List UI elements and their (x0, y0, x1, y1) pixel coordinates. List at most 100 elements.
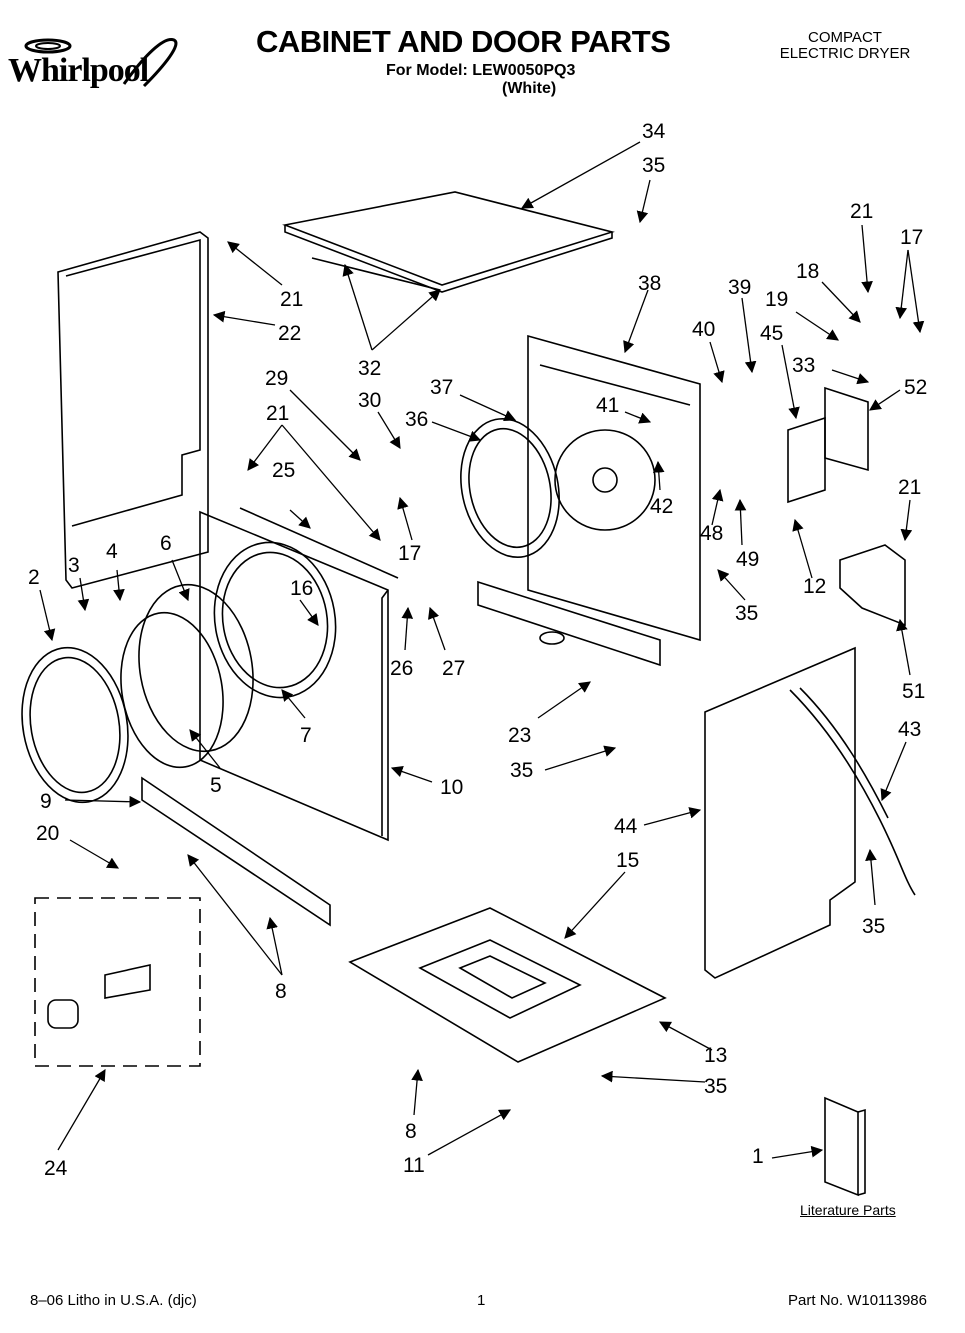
callout-19: 19 (765, 288, 788, 311)
callout-32: 32 (358, 357, 381, 380)
callout-45: 45 (760, 322, 783, 345)
callout-29: 29 (265, 367, 288, 390)
callout-1: 1 (752, 1145, 764, 1168)
callout-42: 42 (650, 495, 673, 518)
lint-filter-kit-box (34, 897, 201, 1067)
callout-8-base: 8 (405, 1120, 417, 1143)
base-panel-emboss-inner (458, 955, 547, 999)
front-panel-edge (381, 589, 389, 836)
callout-33: 33 (792, 354, 815, 377)
callout-17-mid: 17 (398, 542, 421, 565)
brand-name: Whirlpool (8, 52, 149, 89)
callout-7: 7 (300, 724, 312, 747)
outer-door-ring-part (21, 646, 129, 804)
callout-44: 44 (614, 815, 638, 838)
drum-seal-inner (468, 427, 552, 549)
wire-harness-part (789, 689, 916, 896)
product-type-line2: ELECTRIC DRYER (779, 45, 911, 62)
door-catch-part (47, 999, 79, 1029)
whirlpool-logo (14, 36, 194, 96)
wire-harness-strand (799, 687, 889, 819)
leader-lines (39, 141, 925, 1159)
page-title: CABINET AND DOOR PARTS (256, 24, 671, 59)
door-glass-part (120, 611, 224, 769)
callout-40: 40 (692, 318, 715, 341)
door-seal-part (138, 583, 254, 753)
rear-bracket-part (839, 544, 906, 627)
callout-11: 11 (403, 1154, 425, 1177)
callout-26: 26 (390, 657, 413, 680)
callout-27: 27 (442, 657, 465, 680)
callout-35-center: 35 (510, 759, 533, 782)
callout-51: 51 (902, 680, 925, 703)
callout-15: 15 (616, 849, 639, 872)
callout-35-top: 35 (642, 154, 665, 177)
callout-25: 25 (272, 459, 295, 482)
front-panel-part (199, 510, 389, 842)
toe-panel-part (141, 776, 331, 927)
lower-front-hole (539, 631, 565, 645)
top-panel-bracket (311, 257, 441, 291)
blower-hub-part (592, 467, 618, 493)
product-type-line1: COMPACT (808, 29, 882, 46)
literature-booklet-spine (857, 1108, 866, 1196)
base-panel-part (348, 907, 667, 1063)
callout-30: 30 (358, 389, 381, 412)
inner-door-ring-inner (221, 551, 329, 689)
terminal-block-cover-part (787, 416, 826, 504)
callout-24: 24 (44, 1157, 68, 1180)
color-line: (White) (502, 80, 557, 97)
door-hinge-part (104, 964, 151, 999)
base-panel-emboss (418, 939, 582, 1019)
callout-16: 16 (290, 577, 313, 600)
inner-door-ring-part (213, 541, 337, 699)
right-side-panel-part (704, 646, 856, 979)
callout-8-left: 8 (275, 980, 287, 1003)
rear-bulkhead-part (527, 334, 701, 642)
drum-seal-part (460, 418, 560, 558)
top-panel-edge (284, 225, 613, 293)
callout-20: 20 (36, 822, 59, 845)
part-number: Part No. W10113986 (788, 1292, 927, 1309)
callout-13: 13 (704, 1044, 727, 1067)
callout-4: 4 (106, 540, 118, 563)
callout-38: 38 (638, 272, 661, 295)
page-number: 1 (477, 1292, 486, 1309)
callout-21-box: 21 (898, 476, 921, 499)
whirlpool-swirl-icon (24, 38, 178, 88)
callout-35-lower-right: 35 (862, 915, 885, 938)
callout-22: 22 (278, 322, 301, 345)
literature-parts-label: Literature Parts (800, 1202, 896, 1218)
callout-48: 48 (700, 522, 723, 545)
callout-5: 5 (210, 774, 222, 797)
callout-18: 18 (796, 260, 819, 283)
left-side-panel-inner (65, 238, 201, 527)
callout-21-left: 21 (280, 288, 303, 311)
product-type: COMPACT ELECTRIC DRYER (765, 30, 925, 62)
callout-34: 34 (642, 120, 666, 143)
callout-49: 49 (736, 548, 759, 571)
literature-booklet-part (824, 1096, 859, 1197)
rear-bulkhead-rib (539, 364, 691, 406)
callout-17-right: 17 (900, 226, 923, 249)
top-panel-part (282, 191, 615, 286)
callout-21-right: 21 (850, 200, 873, 223)
callout-labels: 34 35 21 22 21 32 38 17 18 39 19 40 45 3… (28, 120, 927, 1180)
lower-front-part (477, 580, 661, 667)
outer-door-ring-inner (29, 656, 121, 794)
print-info: 8–06 Litho in U.S.A. (djc) (30, 1292, 197, 1309)
callout-36: 36 (405, 408, 428, 431)
blower-wheel-part (554, 429, 656, 531)
model-line: For Model: LEW0050PQ3 (386, 62, 576, 79)
terminal-block-part (824, 386, 869, 472)
callout-37: 37 (430, 376, 453, 399)
left-side-panel-part (57, 231, 209, 589)
callout-9: 9 (40, 790, 52, 813)
callout-52: 52 (904, 376, 927, 399)
callout-41: 41 (596, 394, 619, 417)
callout-12: 12 (803, 575, 826, 598)
callout-35-base: 35 (704, 1075, 727, 1098)
callout-21-mid: 21 (266, 402, 289, 425)
callout-23: 23 (508, 724, 531, 747)
